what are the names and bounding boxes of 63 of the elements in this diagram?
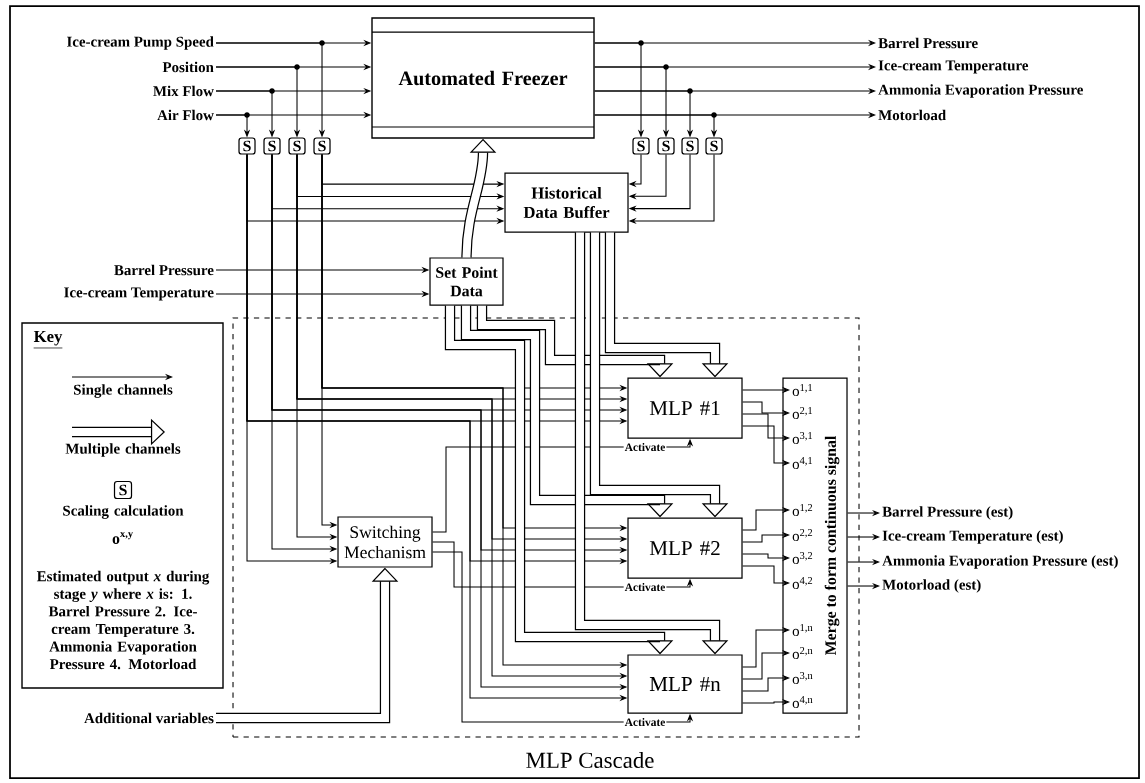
- legend-title: Key: [33, 330, 63, 349]
- output-label: Ice-cream Temperature (est): [882, 530, 1063, 544]
- arrow: [742, 674, 790, 692]
- output-label: Motorload (est): [882, 579, 981, 593]
- input-label: Ice-cream Pump Speed: [67, 36, 214, 50]
- estimate-label: o$^{2,1}$: [792, 407, 813, 419]
- scaling-box: S: [288, 137, 306, 155]
- legend-text: Single channels: [74, 384, 173, 398]
- legend-symbol: o$^{x,y}$: [112, 532, 133, 544]
- arrow: [742, 649, 790, 680]
- output-label: Motorload: [878, 109, 946, 121]
- output-label: Barrel Pressure (est): [882, 506, 1013, 520]
- legend-text: Multiple channels: [65, 443, 181, 457]
- estimate-label: o$^{1,2}$: [792, 504, 813, 516]
- freezer-box: Automated Freezer: [371, 17, 595, 139]
- input-label: Barrel Pressure: [114, 264, 214, 276]
- wide-arrow: [604, 232, 729, 378]
- estimate-label: o$^{3,n}$: [792, 672, 813, 684]
- buffer-box: Historical Data Buffer: [504, 172, 629, 233]
- output-label: Ice-cream Temperature: [878, 60, 1029, 74]
- switching-box: Switching Mechanism: [337, 516, 433, 568]
- estimate-label: o$^{2,n}$: [792, 647, 813, 659]
- mlp-box: MLP #n: [627, 654, 743, 714]
- scaling-box: S: [681, 137, 699, 155]
- scaling-box: S: [263, 137, 281, 155]
- node-label: MLP Cascade: [526, 751, 654, 769]
- wide-arrow: [574, 232, 729, 655]
- arrow: [742, 531, 790, 543]
- arrow: [742, 626, 790, 668]
- estimate-label: o$^{4,n}$: [792, 696, 813, 708]
- input-label: Position: [162, 61, 214, 73]
- scaling-box: S: [657, 137, 675, 155]
- scaling-box: S: [632, 137, 650, 155]
- estimate-label: o$^{3,1}$: [792, 432, 813, 444]
- edge-label: Activate: [623, 716, 667, 728]
- estimate-label: o$^{1,1}$: [792, 384, 813, 396]
- mlp-box: MLP #2: [627, 517, 743, 579]
- estimate-label: o$^{4,1}$: [792, 457, 813, 469]
- input-label: Additional variables: [84, 712, 214, 724]
- scaling-box: S: [313, 137, 331, 155]
- input-label: Air Flow: [157, 109, 214, 121]
- wide-arrow: [589, 232, 729, 518]
- input-label: Mix Flow: [153, 85, 214, 97]
- scaling-box: S: [238, 137, 256, 155]
- wide-arrow: [460, 305, 674, 518]
- estimate-label: o$^{3,2}$: [792, 552, 813, 564]
- legend-text: Scaling calculation: [63, 505, 184, 519]
- output-label: Ammonia Evaporation Pressure: [878, 84, 1083, 98]
- mlp-box: MLP #1: [627, 377, 743, 439]
- scaling-box: S: [705, 137, 723, 155]
- arrow: [742, 506, 790, 531]
- output-label: Ammonia Evaporation Pressure (est): [882, 555, 1118, 569]
- wide-arrow: [444, 305, 674, 655]
- estimate-label: o$^{1,n}$: [792, 624, 813, 636]
- edge-label: Activate: [623, 581, 667, 593]
- estimate-label: o$^{2,2}$: [792, 529, 813, 541]
- wide-arrow: [476, 305, 674, 378]
- input-label: Ice-cream Temperature: [64, 287, 214, 301]
- estimate-label: o$^{4,2}$: [792, 577, 813, 589]
- setpoint-box: Set Point Data: [429, 257, 504, 306]
- output-label: Barrel Pressure: [878, 37, 978, 49]
- legend-text: Estimated output x during stage y where x is: 1. Barrel Pressure 2. Ice-cream Temperature 3. Ammonia Evaporation Pressure 4. Motorload: [36, 570, 210, 670]
- edge-label: Activate: [623, 441, 667, 453]
